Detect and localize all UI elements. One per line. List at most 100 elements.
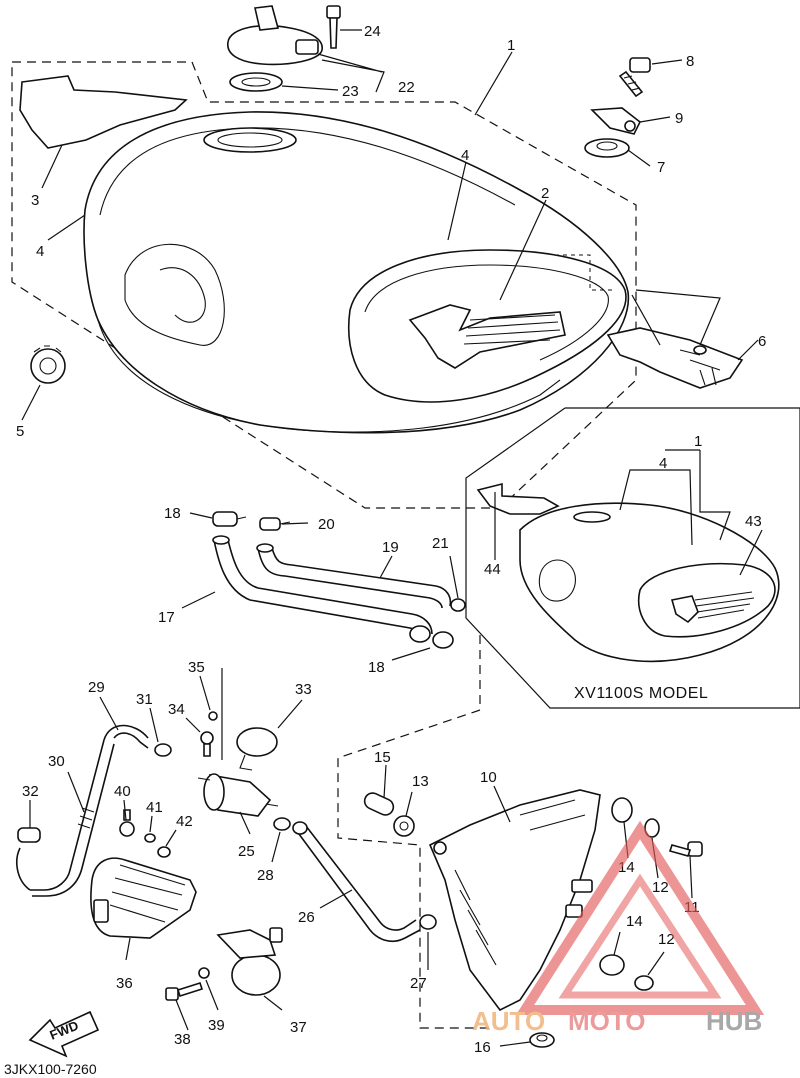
bolt-part-11	[668, 841, 703, 857]
washer-part-12-lower	[634, 975, 654, 991]
automotohub-watermark: AUTO MOTO HUB	[472, 820, 765, 1036]
callout-5: 5	[16, 423, 24, 440]
fuel-cap-assembly	[227, 5, 323, 92]
pump-cover-part-37	[216, 927, 283, 996]
hose-part-30	[30, 739, 115, 897]
watermark-text-hub: HUB	[706, 1006, 762, 1036]
callout-12-lower: 12	[658, 931, 675, 948]
fuel-pump-section	[16, 711, 421, 1001]
callout-17: 17	[158, 609, 175, 626]
xv1100s-inset	[465, 407, 800, 709]
damper-part-13	[393, 815, 415, 837]
screw-part-34	[200, 731, 214, 757]
upper-hoses	[212, 511, 466, 649]
hose-part-17	[213, 539, 433, 641]
screw-part-24	[326, 5, 341, 49]
callout-34: 34	[168, 701, 185, 718]
grommet-part-5	[30, 345, 66, 384]
washer-part-41	[144, 833, 156, 843]
hose-part-29	[103, 724, 149, 749]
inset-side-cover-part-44	[476, 482, 560, 515]
callout-2: 2	[541, 185, 549, 202]
hose-part-19	[257, 547, 452, 609]
callout-42: 42	[176, 813, 193, 830]
callout-21: 21	[432, 535, 449, 552]
fwd-arrow: FWD	[28, 1010, 100, 1058]
clamp-part-28	[273, 817, 291, 831]
callout-20: 20	[318, 516, 335, 533]
main-tank-group	[11, 5, 744, 509]
clamp-part-18-top	[212, 511, 238, 527]
callout-23: 23	[342, 83, 359, 100]
callout-9: 9	[675, 110, 683, 127]
tank-lower-edge	[97, 319, 561, 433]
callout-4-top: 4	[461, 147, 469, 164]
callout-43: 43	[745, 513, 762, 530]
spacer-part-15	[363, 792, 395, 816]
hose-17-end-bottom	[409, 625, 431, 643]
callout-6: 6	[758, 333, 766, 350]
callout-1-inset: 1	[694, 433, 702, 450]
washer-part-39	[198, 967, 210, 979]
filler-neck-opening	[203, 127, 297, 153]
diagram-code: 3JKX100-7260	[4, 1061, 97, 1077]
inset-knee-recess	[538, 559, 576, 602]
callout-32: 32	[22, 783, 39, 800]
inset-emblem-part-43	[670, 591, 755, 624]
watermark-text-moto: MOTO	[568, 1006, 646, 1036]
nut-part-35	[208, 711, 218, 721]
inset-emblem-panel	[638, 562, 776, 638]
callout-29: 29	[88, 679, 105, 696]
model-label: XV1100S MODEL	[574, 685, 708, 702]
callout-13: 13	[412, 773, 429, 790]
hose-19-end-top	[256, 543, 274, 553]
callout-14-lower: 14	[626, 913, 643, 930]
band-part-33	[236, 727, 278, 757]
callout-41: 41	[146, 799, 163, 816]
nut-part-16	[529, 1032, 555, 1048]
fuel-pump-part-36	[90, 857, 197, 939]
callout-40: 40	[114, 783, 131, 800]
hose-part-26	[295, 825, 421, 942]
callout-10: 10	[480, 769, 497, 786]
damper-part-7	[584, 138, 630, 158]
nut-part-16-inner	[536, 1034, 548, 1042]
bolt-part-8	[618, 57, 651, 98]
callout-30: 30	[48, 753, 65, 770]
inset-frame	[465, 407, 800, 709]
callout-18-lower: 18	[368, 659, 385, 676]
clamp-part-31	[154, 743, 172, 757]
clamp-part-20	[259, 517, 281, 531]
callout-33: 33	[295, 681, 312, 698]
fuel-filter-part-25	[197, 773, 279, 817]
callout-22: 22	[398, 79, 415, 96]
right-emblem-panel-inner	[364, 264, 609, 361]
clamp-part-27	[419, 914, 437, 930]
callout-4-inset: 4	[659, 455, 667, 472]
washer-plate-hole	[624, 120, 636, 132]
emblem-mount-dashed	[555, 254, 612, 291]
bolt-part-40	[119, 821, 135, 837]
right-side-section	[337, 635, 703, 1048]
callout-31: 31	[136, 691, 153, 708]
filler-neck-inner	[217, 132, 283, 148]
callout-39: 39	[208, 1017, 225, 1034]
callout-3: 3	[31, 192, 39, 209]
damper-part-7-inner	[596, 141, 618, 151]
side-cover-sheet-part-3	[19, 75, 188, 149]
callout-15: 15	[374, 749, 391, 766]
hose-17-end-top	[212, 535, 230, 545]
band-33-tab	[239, 754, 253, 771]
callout-16: 16	[474, 1039, 491, 1056]
clamp-part-32	[17, 827, 41, 843]
callout-8: 8	[686, 53, 694, 70]
grommet-part-14-upper	[611, 797, 633, 823]
leader-lines	[21, 29, 763, 1047]
callout-12-upper: 12	[652, 879, 669, 896]
watermark-triangle-logo	[515, 820, 765, 1015]
hose-26-end	[292, 821, 308, 835]
bolt-part-38	[165, 981, 204, 1001]
left-knee-recess-inner	[159, 267, 206, 323]
fuel-tank-bracket-part-10	[428, 789, 601, 1012]
